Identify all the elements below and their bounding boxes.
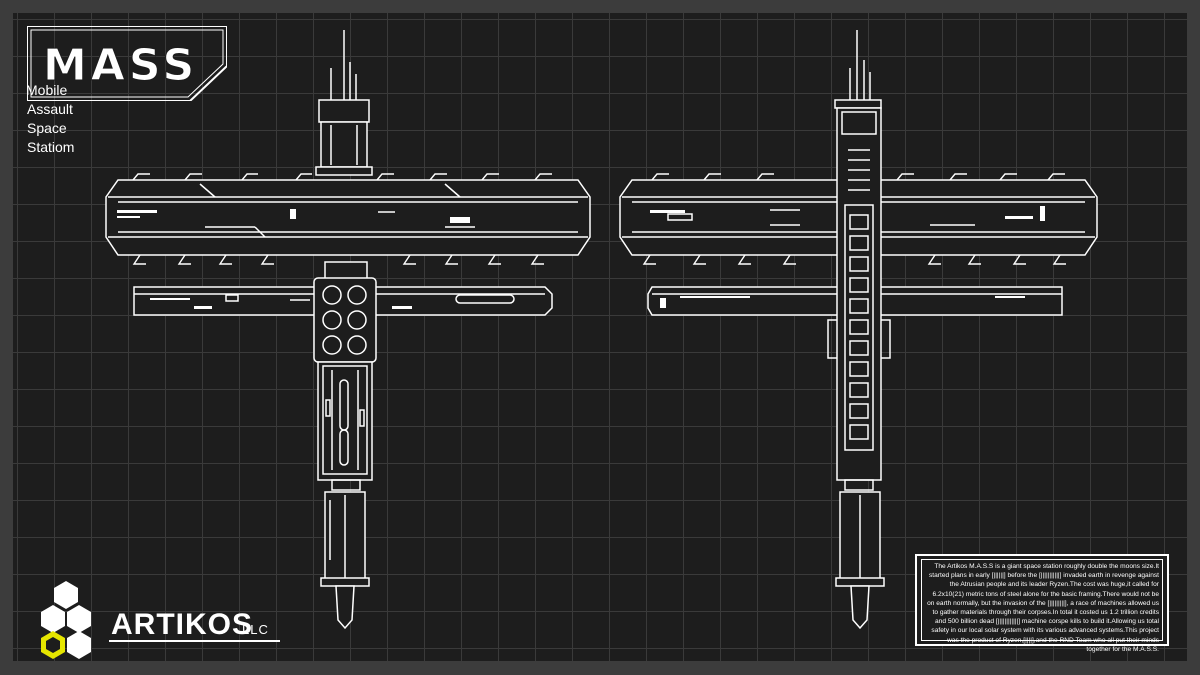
subtitle-line: Mobile: [26, 82, 68, 98]
subtitle-line: Space: [27, 120, 67, 136]
subtitle: Mobile Assault Space Statiom: [26, 81, 74, 157]
logo-underline: [109, 640, 280, 642]
title-badge: MASS: [27, 26, 227, 101]
description-box: The Artikos M.A.S.S is a giant space sta…: [915, 554, 1169, 653]
station-view-left: [105, 30, 591, 630]
logo-name: ARTIKOS: [111, 608, 253, 641]
description-inner-border: [921, 559, 1163, 641]
company-logo: ARTIKOS LLC: [27, 581, 287, 661]
title-frame: [27, 26, 227, 101]
subtitle-line: Statiom: [27, 139, 75, 155]
station-blueprints: [105, 30, 1098, 630]
subtitle-line: Assault: [27, 101, 73, 117]
blueprint-board: MASS Mobile Assault Space Statiom ARTIKO…: [13, 13, 1187, 661]
hexagon-logo-icon: [41, 581, 91, 659]
description-text: The Artikos M.A.S.S is a giant space sta…: [927, 563, 1159, 653]
station-view-right: [619, 30, 1098, 630]
page-title: MASS: [42, 40, 199, 92]
logo-suffix: LLC: [242, 622, 269, 637]
